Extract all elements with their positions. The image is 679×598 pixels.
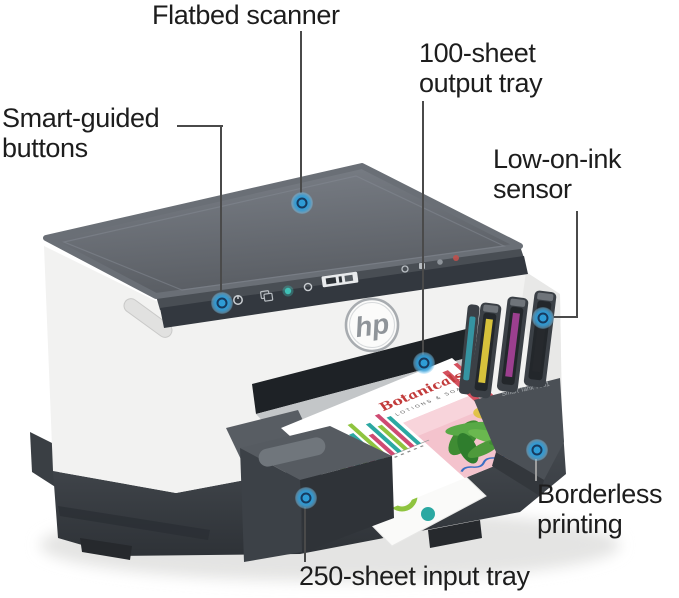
output-slot: [252, 328, 474, 414]
callout-flatbed-scanner-label: Flatbed scanner: [152, 0, 340, 30]
ink-button-icon: [437, 259, 443, 265]
callout-smart-guided-buttons-line-h: [177, 125, 223, 127]
callout-low-on-ink-sensor-dot: [532, 307, 554, 329]
callout-low-on-ink-sensor-line-v: [576, 211, 578, 317]
power-button-icon: [233, 295, 243, 305]
callout-output-tray-line: [422, 101, 424, 355]
ink-tank-yellow: [469, 302, 502, 399]
callout-output-tray-label: 100-sheet output tray: [419, 38, 543, 98]
control-panel: [160, 255, 528, 328]
callout-borderless-printing-label: Borderless printing: [537, 479, 663, 539]
callout-input-tray-line: [304, 507, 306, 562]
status-display: [321, 271, 359, 288]
callout-low-on-ink-sensor-label: Low-on-ink sensor: [493, 144, 622, 204]
wifi-button-icon: [401, 265, 409, 273]
ink-tank-cyan: [458, 304, 480, 395]
callout-flatbed-scanner-line: [300, 31, 302, 193]
callout-output-tray-dot: [413, 352, 435, 374]
callout-smart-guided-buttons-dot: [211, 292, 233, 314]
callout-input-tray-label: 250-sheet input tray: [299, 561, 530, 591]
callout-flatbed-scanner-dot: [291, 192, 313, 214]
callout-smart-guided-buttons-label: Smart-guided buttons: [2, 103, 160, 163]
copy-button-icon: [260, 290, 274, 302]
hp-logo: hp: [344, 297, 400, 353]
hp-logo-text: hp: [353, 308, 391, 343]
lid-lift-handle: [123, 298, 173, 338]
ink-tank-magenta: [496, 296, 529, 393]
alert-led-icon: [453, 255, 459, 261]
input-tray-box: [240, 426, 394, 562]
callout-borderless-printing-line: [535, 459, 537, 481]
callout-smart-guided-buttons-line-v: [220, 125, 222, 297]
callout-input-tray-dot: [295, 487, 317, 509]
callout-low-on-ink-sensor-line-h: [550, 316, 578, 318]
scan-button-icon: [282, 285, 294, 297]
callout-borderless-printing-dot: [526, 439, 548, 461]
input-tray-handle: [258, 437, 326, 467]
resume-button-icon: [303, 282, 313, 292]
